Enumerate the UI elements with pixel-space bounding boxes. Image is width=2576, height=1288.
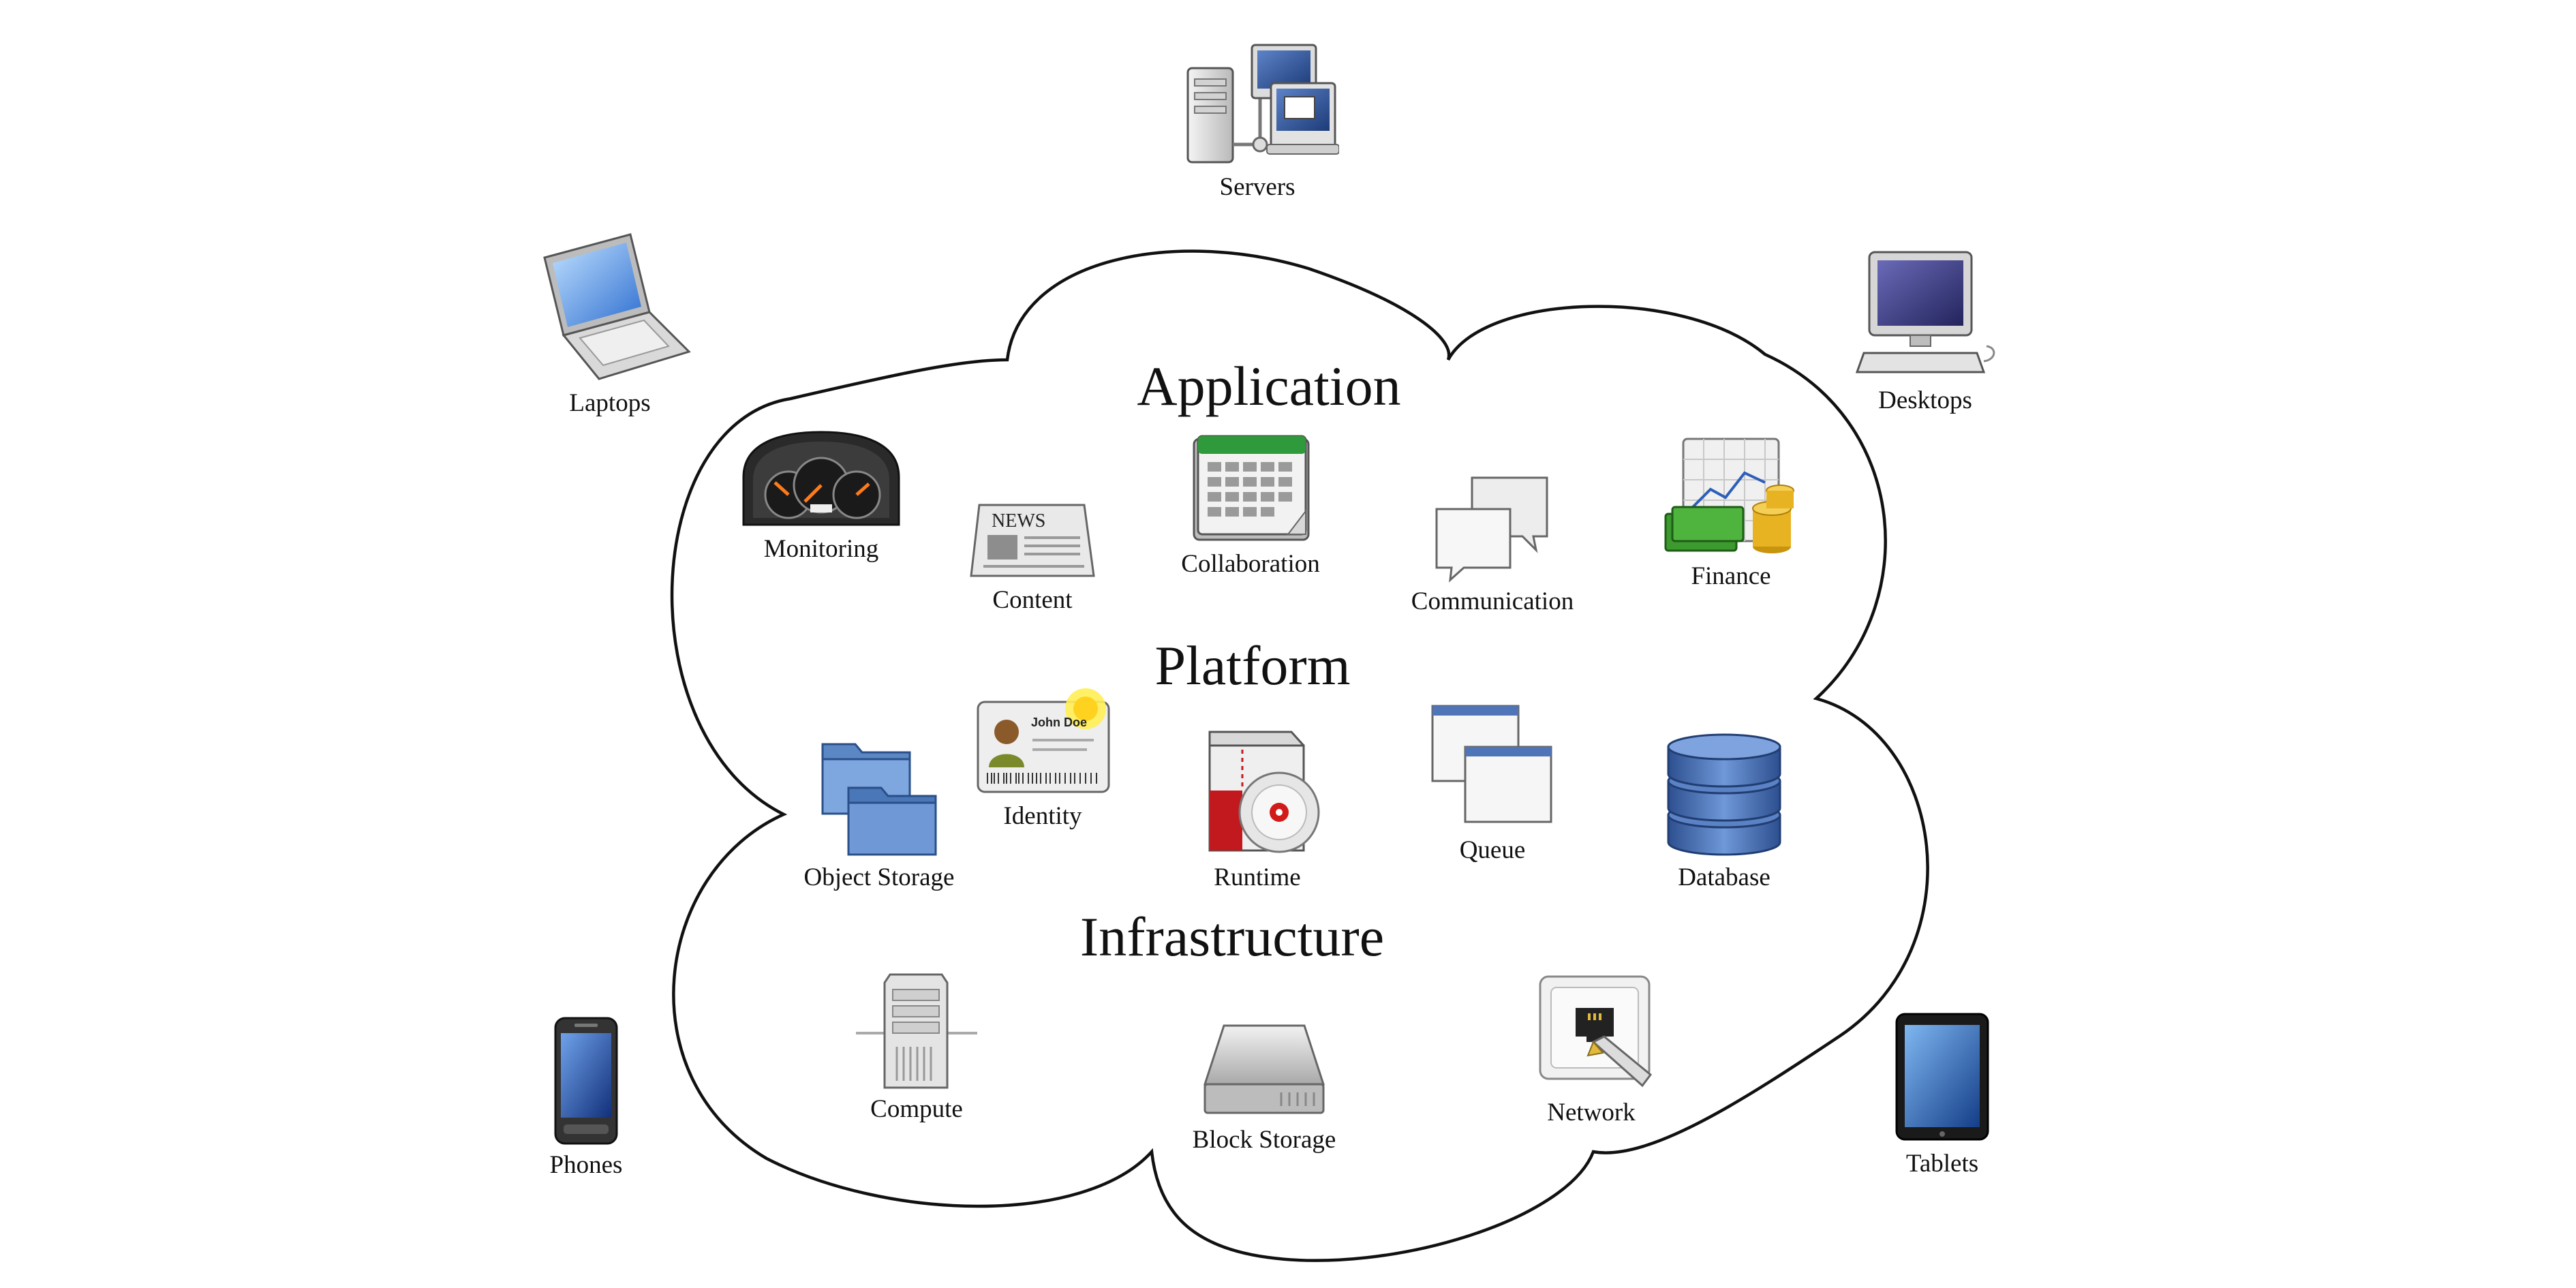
queue-windows-icon xyxy=(1431,705,1552,823)
runtime-label: Runtime xyxy=(1214,863,1301,891)
compute-server-tower-icon xyxy=(856,973,977,1089)
finance-chart-money-icon xyxy=(1664,438,1794,553)
hard-drive-icon xyxy=(1203,1024,1325,1114)
collaboration-label: Collaboration xyxy=(1181,550,1320,578)
barcode xyxy=(987,773,1097,784)
queue-node: Queue xyxy=(1417,702,1567,865)
queue-label: Queue xyxy=(1459,836,1526,864)
layer-title-platform: Platform xyxy=(1154,634,1351,696)
servers-icon xyxy=(1186,44,1339,164)
id-card-name: John Doe xyxy=(1031,716,1087,729)
monitoring-label: Monitoring xyxy=(763,535,879,563)
compute-label: Compute xyxy=(870,1095,963,1123)
laptops-label: Laptops xyxy=(569,389,651,417)
network-label: Network xyxy=(1547,1099,1636,1126)
phone-icon xyxy=(554,1017,618,1145)
identity-node: John Doe Identity xyxy=(968,681,1118,831)
content-label: Content xyxy=(992,586,1073,614)
finance-label: Finance xyxy=(1691,562,1771,590)
tablets-node: Tablets xyxy=(1874,1009,2010,1178)
servers-label: Servers xyxy=(1219,173,1295,201)
chat-bubbles-icon xyxy=(1435,476,1548,583)
block-storage-label: Block Storage xyxy=(1192,1126,1336,1154)
communication-node: Communication xyxy=(1404,474,1581,616)
finance-node: Finance xyxy=(1656,435,1806,591)
object-storage-node: Object Storage xyxy=(791,729,968,892)
collaboration-node: Collaboration xyxy=(1169,429,1332,579)
runtime-node: Runtime xyxy=(1182,722,1332,892)
layer-title-infrastructure: Infrastructure xyxy=(1079,906,1385,968)
database-label: Database xyxy=(1678,863,1770,891)
network-node: Network xyxy=(1516,971,1666,1127)
desktops-label: Desktops xyxy=(1878,386,1972,414)
monitoring-node: Monitoring xyxy=(739,429,903,564)
laptops-node: Laptops xyxy=(528,230,692,418)
network-port-icon xyxy=(1539,975,1653,1088)
database-node: Database xyxy=(1649,722,1799,892)
desktops-node: Desktops xyxy=(1850,245,2000,415)
object-storage-label: Object Storage xyxy=(803,863,955,891)
compute-node: Compute xyxy=(842,968,992,1124)
desktop-icon xyxy=(1855,251,1995,373)
block-storage-node: Block Storage xyxy=(1182,1019,1346,1154)
id-card-icon: John Doe xyxy=(977,688,1110,793)
laptop-icon xyxy=(543,233,691,380)
content-node: NEWS Content xyxy=(964,501,1101,615)
phones-label: Phones xyxy=(549,1151,623,1179)
phones-node: Phones xyxy=(518,1015,654,1180)
tablet-icon xyxy=(1895,1013,1989,1141)
news-icon-text: NEWS xyxy=(992,510,1045,532)
tablets-label: Tablets xyxy=(1905,1150,1979,1178)
calendar-icon xyxy=(1193,435,1310,541)
dashboard-gauge-icon xyxy=(742,431,900,526)
communication-label: Communication xyxy=(1411,587,1574,615)
folders-icon xyxy=(821,743,937,856)
newspaper-icon: NEWS xyxy=(970,504,1095,577)
calendar-grid xyxy=(1208,462,1292,517)
identity-label: Identity xyxy=(1003,802,1082,830)
runtime-package-disc-icon xyxy=(1208,731,1320,853)
servers-node: Servers xyxy=(1176,42,1339,202)
layer-title-application: Application xyxy=(1137,355,1401,417)
database-cylinders-icon xyxy=(1667,733,1781,856)
